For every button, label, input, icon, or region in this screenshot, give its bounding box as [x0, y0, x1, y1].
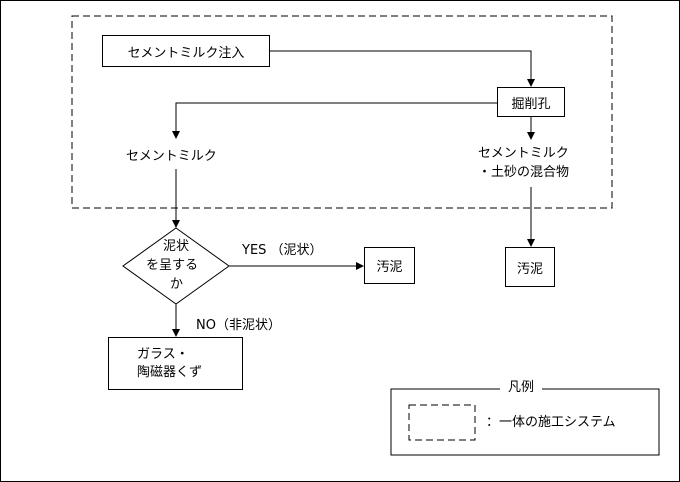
- node-sludge-yes: 汚泥: [364, 247, 415, 284]
- yes-label: YES （泥状）: [242, 243, 323, 258]
- edge-hole-to-cement-milk: [172, 102, 497, 139]
- edge-injection-to-hole: [270, 50, 535, 87]
- node-sludge-right: 汚泥: [505, 247, 555, 287]
- decision-line2: を呈する: [146, 258, 199, 273]
- node-cement-milk-injection: セメントミルク注入: [102, 35, 270, 67]
- node-excavation-hole: 掘削孔: [497, 87, 565, 117]
- node-mixture-line2: ・土砂の混合物: [478, 165, 570, 180]
- integrated-system-boundary: [71, 15, 613, 209]
- no-label: NO（非泥状）: [196, 318, 281, 333]
- node-mixture-line1: セメントミルク: [478, 146, 569, 161]
- legend-description: ：一体の施工システム: [486, 415, 616, 430]
- decision-line3: か: [170, 277, 184, 292]
- legend-title: 凡例: [500, 379, 543, 397]
- node-cement-milk: セメントミルク: [126, 149, 217, 164]
- node-glass-ceramic-waste: ガラス・ 陶磁器くず: [108, 337, 243, 390]
- decision-line1: 泥状: [163, 239, 190, 254]
- legend-dashed-sample: [408, 404, 476, 441]
